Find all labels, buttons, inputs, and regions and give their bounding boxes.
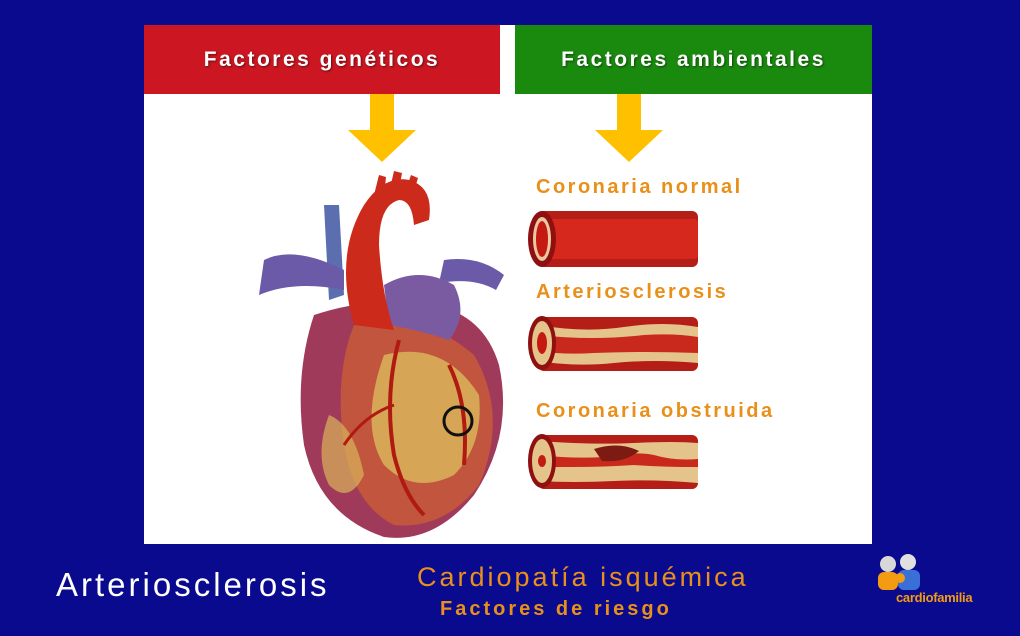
stage-label-obstructed: Coronaria obstruida	[536, 400, 775, 422]
logo-text: cardiofamilia	[896, 590, 973, 605]
down-arrow-icon-genetic	[348, 94, 416, 162]
environmental-factors-header: Factores ambientales	[515, 25, 872, 94]
diagram-panel: Factores genéticos Factores ambientales	[144, 25, 872, 544]
obstructed-artery-icon	[528, 434, 698, 489]
normal-artery-icon	[528, 211, 698, 267]
footer-subtitle: Cardiopatía isquémica	[417, 562, 749, 592]
stage-label-arteriosclerosis: Arteriosclerosis	[536, 281, 729, 303]
heart-illustration	[259, 171, 504, 538]
footer-title: Arteriosclerosis	[56, 566, 330, 603]
down-arrow-icon-environmental	[595, 94, 663, 162]
cardiofamilia-logo: cardiofamilia	[872, 552, 992, 612]
footer-subsubtitle: Factores de riesgo	[440, 598, 672, 620]
family-icon	[878, 554, 920, 590]
genetic-factors-label: Factores genéticos	[203, 47, 441, 71]
arteriosclerosis-artery-icon	[528, 316, 698, 371]
genetic-factors-header: Factores genéticos	[144, 25, 500, 94]
stage-label-normal: Coronaria normal	[536, 176, 743, 198]
environmental-factors-label: Factores ambientales	[561, 47, 826, 71]
